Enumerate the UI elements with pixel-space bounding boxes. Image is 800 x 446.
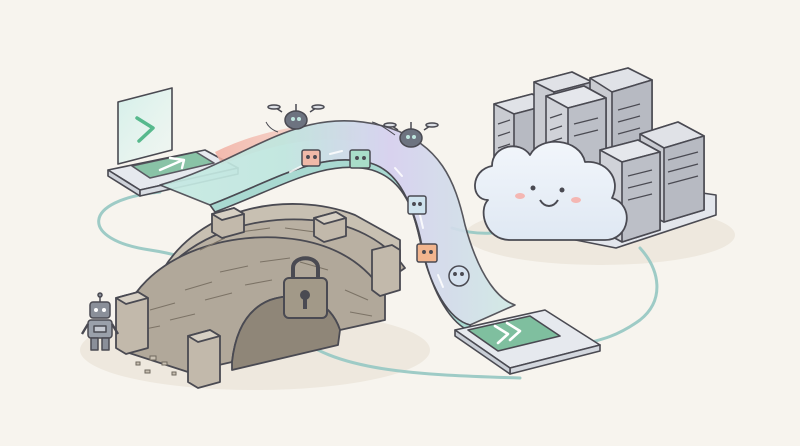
padlock-icon — [283, 256, 328, 319]
cloud-right-cheek — [571, 197, 581, 203]
robot-character — [80, 292, 120, 351]
bridge-pillar-back — [211, 207, 245, 239]
cloud-left-eye — [530, 185, 536, 191]
bridge-pillar-left — [115, 291, 149, 355]
packet-1 — [301, 149, 321, 167]
packet-4 — [416, 243, 438, 263]
road-lane-marks — [289, 150, 444, 288]
packet-3 — [407, 195, 427, 215]
source-panel — [107, 87, 239, 197]
bridge-bricks — [139, 227, 373, 341]
destination-button — [467, 315, 561, 352]
data-packets — [301, 149, 470, 287]
drone-right — [371, 121, 439, 148]
cloud-left-cheek — [515, 193, 525, 199]
bridge-pillar-front — [187, 329, 221, 389]
destination-panel — [454, 309, 601, 375]
double-chevron-right-icon — [493, 321, 522, 345]
source-panel-screen — [117, 87, 173, 165]
arrow-up-right-icon — [158, 156, 186, 172]
cloud-mascot — [474, 141, 628, 241]
drone-left — [265, 104, 325, 133]
packet-5 — [448, 265, 470, 287]
bridge-pillar-right — [313, 211, 347, 243]
bridge-pillar-end — [371, 244, 401, 297]
chevron-right-icon — [135, 116, 155, 143]
cloud-smile — [539, 199, 559, 207]
rubble — [135, 355, 177, 376]
cloud-right-eye — [559, 187, 565, 193]
packet-2 — [349, 149, 371, 169]
